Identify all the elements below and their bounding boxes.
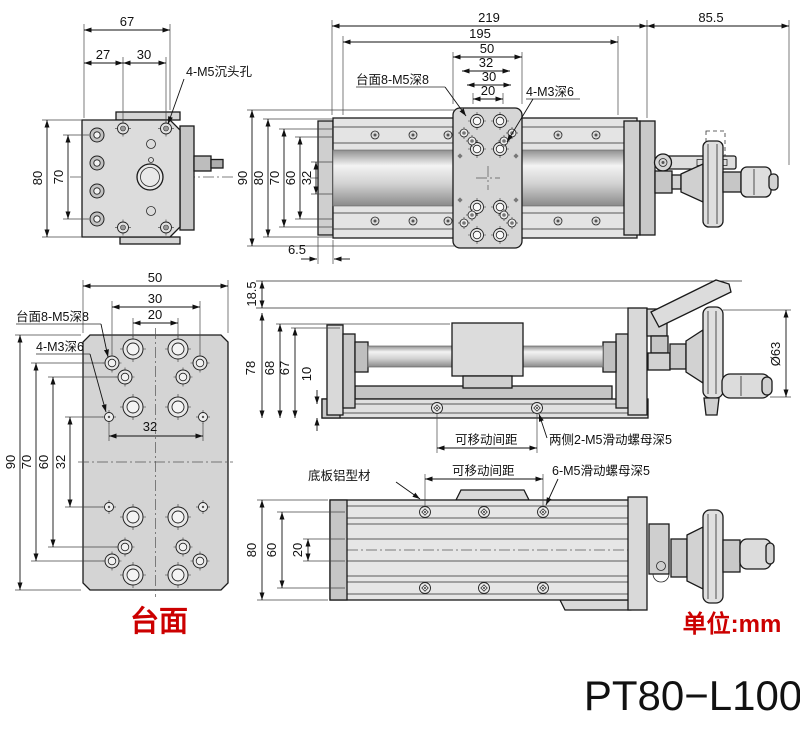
dim-label: 30	[148, 291, 162, 306]
right-end-plate	[627, 307, 648, 416]
dim-label: 70	[51, 170, 66, 184]
dim-label: 32	[479, 55, 493, 70]
screw-shaft	[367, 345, 453, 368]
dim-label: 60	[283, 171, 298, 185]
dim-label: 90	[3, 455, 18, 469]
left-end-cap	[317, 120, 334, 236]
slot-nut	[478, 506, 490, 518]
callout-table-holes: 台面8-M5深8	[356, 72, 429, 87]
dim-label: 30	[482, 69, 496, 84]
dim-label: 18.5	[244, 281, 259, 306]
front-view: 67 27 30 4-M5沉头孔 80 70	[30, 14, 252, 245]
dim-label: 68	[262, 361, 277, 375]
callout-counterbore: 4-M5沉头孔	[186, 65, 252, 79]
right-end-cap	[623, 120, 641, 236]
dim-label: 50	[480, 41, 494, 56]
dim-label: 20	[148, 307, 162, 322]
fine-knob	[740, 166, 772, 198]
dim-label: 80	[251, 171, 266, 185]
bottom-tab	[119, 236, 181, 245]
carriage-block	[451, 322, 524, 377]
model-number: PT80−L100	[584, 672, 800, 719]
callout-base: 底板铝型材	[308, 468, 371, 483]
dim-label: 85.5	[698, 10, 723, 25]
dim-label: 219	[478, 10, 500, 25]
dim-label: 80	[30, 171, 45, 185]
dim-label: 20	[290, 543, 305, 557]
dim-label: 6.5	[288, 242, 306, 257]
bottom-view: 80 60 20 可移动间距 6-M5滑动螺母深5 底板铝型材	[244, 464, 775, 611]
dim-label: 20	[481, 83, 495, 98]
side-wall	[179, 125, 195, 231]
dim-label: 70	[19, 455, 34, 469]
slot-nut	[419, 506, 431, 518]
slot-nut	[431, 402, 443, 414]
dim-label: 60	[36, 455, 51, 469]
callout-nuts: 6-M5滑动螺母深5	[552, 464, 650, 478]
table-view: 50 30 20 32 90 70 60 32 台面8-M5深8 4-M3深6 …	[3, 270, 233, 638]
dim-label: 32	[143, 419, 157, 434]
clamp-handle-side	[646, 279, 773, 416]
callout-m3-holes: 4-M3深6	[526, 85, 574, 99]
clamp-lever	[650, 279, 732, 328]
dim-label: 195	[469, 26, 491, 41]
clamp-handle-top	[639, 120, 779, 236]
slot-nut	[478, 582, 490, 594]
knob-stub	[193, 155, 212, 172]
dim-label: 27	[96, 47, 110, 62]
table-caption: 台面	[130, 604, 188, 638]
dim-label: 30	[137, 47, 151, 62]
unit-note: 单位:mm	[683, 610, 782, 638]
top-view: 219 85.5 195 50 32 30 20 台面8-M5深8 4-M3深6…	[235, 10, 790, 264]
clamp-handle-bottom	[648, 509, 775, 604]
callout-travel: 可移动间距	[452, 464, 515, 478]
callout-travel: 可移动间距	[455, 433, 518, 447]
dim-label: 90	[235, 171, 250, 185]
slot-nut	[531, 402, 543, 414]
dim-label: 10	[299, 367, 314, 381]
slot-nut	[537, 506, 549, 518]
dim-label: 60	[264, 543, 279, 557]
slot-nut	[419, 582, 431, 594]
handwheel	[702, 509, 724, 604]
dim-label: 78	[243, 361, 258, 375]
base-plate	[321, 398, 649, 419]
callout-table-holes: 台面8-M5深8	[16, 309, 89, 324]
dim-label: 32	[53, 455, 68, 469]
callout-side-nuts: 两侧2-M5滑动螺母深5	[549, 433, 672, 447]
dim-label: 67	[277, 361, 292, 375]
handwheel	[702, 306, 724, 399]
dim-label: 50	[148, 270, 162, 285]
dim-label: 80	[244, 543, 259, 557]
side-view: 18.5 78 68 67 10 Ø63 可移动间距 两侧2-M5滑动螺母深5	[243, 279, 791, 453]
left-end-plate	[326, 324, 344, 416]
slot-nut	[537, 582, 549, 594]
dim-label: 67	[120, 14, 134, 29]
end-plate	[627, 496, 648, 611]
handwheel-edge	[702, 140, 724, 228]
dim-label: 32	[299, 171, 314, 185]
dim-label: 70	[267, 171, 282, 185]
callout-m3-holes: 4-M3深6	[36, 340, 84, 354]
dim-label-diameter: Ø63	[768, 342, 783, 367]
